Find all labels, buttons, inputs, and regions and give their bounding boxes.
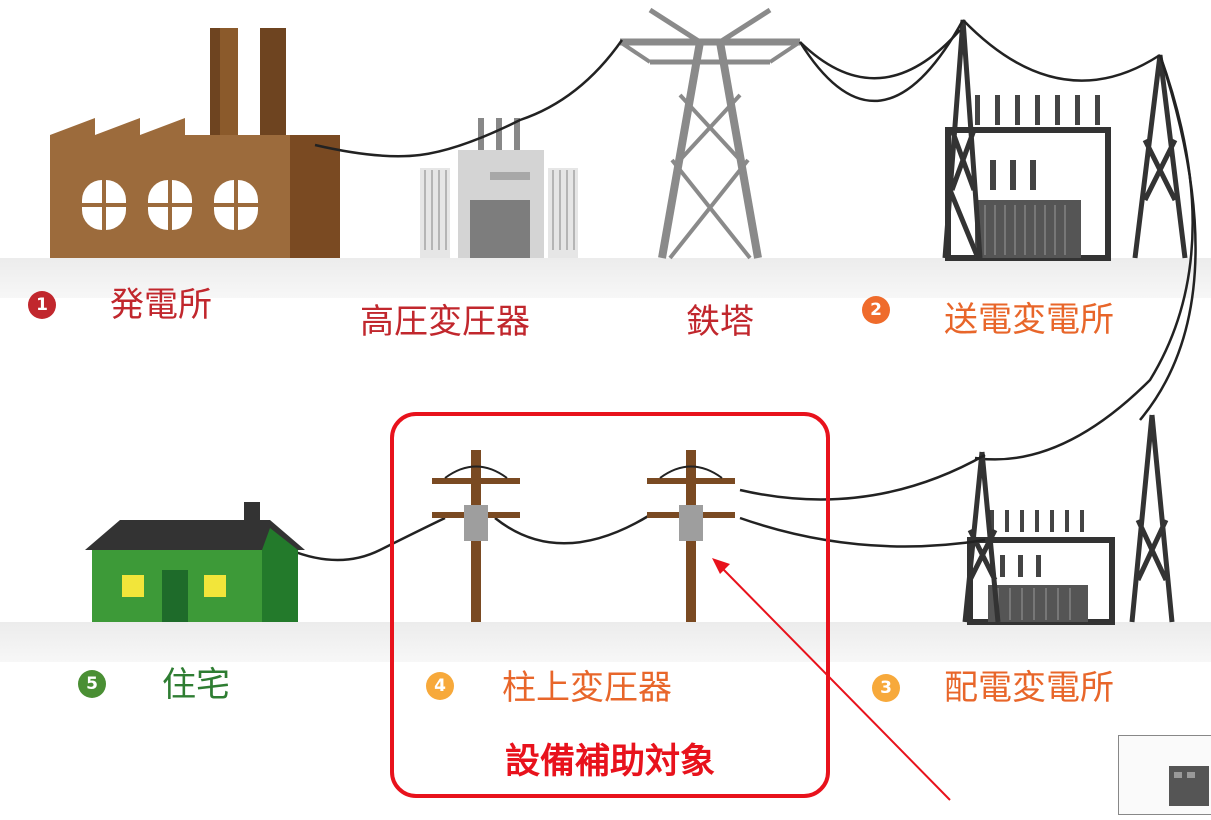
pointer-arrow <box>712 558 951 801</box>
upper-ground-strip <box>0 258 1211 298</box>
stage-label-steel-tower: 鉄塔 <box>686 302 754 342</box>
stage-label-distribution-substation: 配電変電所 <box>944 668 1114 708</box>
subsidy-target-highlight-box <box>390 412 830 798</box>
stage-label-house: 住宅 <box>162 665 230 705</box>
stage-badge-1: 1 <box>28 291 56 319</box>
utility-pole-icon <box>432 450 520 622</box>
distribution-lines <box>289 453 986 562</box>
stage-badge-2: 2 <box>862 296 890 324</box>
stage-label-pole-transformer: 柱上変圧器 <box>502 668 672 708</box>
house-icon <box>85 502 305 622</box>
distribution-substation-icon <box>962 414 1175 625</box>
transmission-substation-icon <box>942 19 1188 261</box>
thumbnail-image <box>1118 735 1211 815</box>
utility-pole-icon <box>647 450 735 622</box>
subsidy-target-label: 設備補助対象 <box>504 742 715 782</box>
high-voltage-transformer-icon <box>420 118 578 258</box>
stage-label-power-plant: 発電所 <box>110 285 212 325</box>
transmission-lines <box>314 19 1197 461</box>
lower-ground-strip <box>0 622 1211 662</box>
steel-tower-icon <box>618 7 802 260</box>
stage-label-transmission-substation: 送電変電所 <box>944 300 1114 340</box>
stage-label-high-voltage-transformer: 高圧変圧器 <box>360 302 530 342</box>
stage-badge-3: 3 <box>872 674 900 702</box>
stage-badge-5: 5 <box>78 670 106 698</box>
stage-badge-4: 4 <box>426 672 454 700</box>
power-plant-icon <box>50 28 340 258</box>
